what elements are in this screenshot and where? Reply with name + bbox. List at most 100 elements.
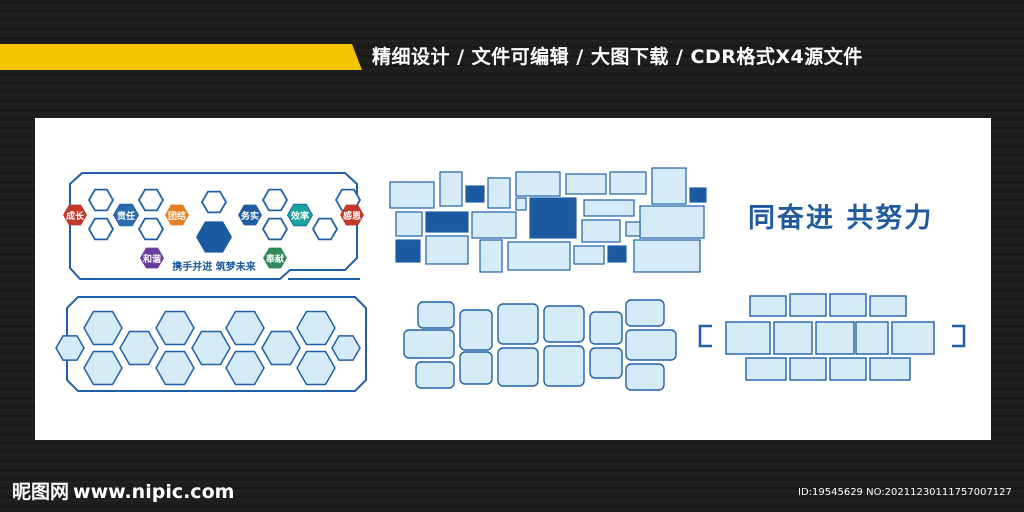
outline-hexagon bbox=[137, 217, 165, 241]
yellow-banner bbox=[0, 44, 362, 70]
photo-frame bbox=[625, 221, 641, 237]
photo-hexagon bbox=[155, 350, 195, 386]
photo-frame bbox=[395, 211, 423, 237]
photo-frame bbox=[869, 357, 911, 381]
value-badge-label: 务实 bbox=[241, 210, 259, 222]
motto-text: 携手并进 筑梦未来 bbox=[172, 260, 256, 273]
photo-frame bbox=[607, 245, 627, 263]
photo-frame bbox=[425, 211, 469, 233]
value-badge bbox=[114, 204, 138, 226]
value-badge-label: 效率 bbox=[291, 210, 309, 222]
value-badge bbox=[63, 204, 87, 226]
photo-frame bbox=[471, 211, 517, 239]
photo-frame bbox=[417, 301, 455, 329]
site-url: www.nipic.com bbox=[73, 481, 235, 503]
photo-frame bbox=[855, 321, 889, 355]
photo-hexagon bbox=[155, 310, 195, 346]
photo-hexagon bbox=[191, 330, 231, 366]
photo-hexagon bbox=[55, 335, 85, 361]
design-grid-frames bbox=[698, 293, 966, 381]
design-hexagon-wall bbox=[55, 296, 367, 392]
outline-hexagon bbox=[200, 190, 228, 214]
photo-frame bbox=[415, 361, 455, 389]
outline-hexagon bbox=[261, 217, 289, 241]
value-badge bbox=[140, 247, 164, 269]
value-badge bbox=[288, 204, 312, 226]
value-badge-label: 感恩 bbox=[343, 210, 361, 222]
photo-hexagon bbox=[83, 310, 123, 346]
outline-hexagon bbox=[87, 188, 115, 212]
value-badge-label: 团结 bbox=[168, 210, 186, 222]
photo-hexagon bbox=[261, 330, 301, 366]
outline-hexagon bbox=[137, 188, 165, 212]
photo-frame bbox=[515, 197, 527, 211]
photo-frame bbox=[487, 177, 511, 209]
photo-frame bbox=[625, 299, 665, 327]
photo-hexagon bbox=[225, 310, 265, 346]
photo-frame bbox=[829, 293, 867, 317]
photo-frame bbox=[633, 239, 701, 273]
slogan-text: 同奋进 共努力 bbox=[748, 203, 934, 234]
photo-frame bbox=[543, 345, 585, 387]
photo-hexagon bbox=[296, 310, 336, 346]
photo-frame bbox=[583, 199, 635, 217]
photo-frame bbox=[507, 241, 571, 271]
photo-frame bbox=[589, 311, 623, 345]
photo-frame bbox=[573, 245, 605, 265]
photo-frame bbox=[869, 295, 907, 317]
photo-frame bbox=[689, 187, 707, 203]
photo-frame bbox=[609, 171, 647, 195]
logo-text: 昵图网 bbox=[12, 481, 70, 503]
photo-frame bbox=[639, 205, 705, 239]
photo-hexagon bbox=[119, 330, 159, 366]
photo-hexagon bbox=[296, 350, 336, 386]
photo-frame bbox=[625, 363, 665, 391]
photo-hexagon bbox=[83, 350, 123, 386]
photo-frame bbox=[459, 351, 493, 385]
photo-frame bbox=[439, 171, 463, 207]
photo-hexagon bbox=[225, 350, 265, 386]
photo-frame bbox=[651, 167, 687, 205]
photo-frame bbox=[749, 295, 787, 317]
value-badge bbox=[263, 247, 287, 269]
value-badge-label: 成长 bbox=[66, 210, 85, 222]
photo-frame bbox=[725, 321, 771, 355]
photo-frame bbox=[789, 357, 827, 381]
photo-frame bbox=[891, 321, 935, 355]
photo-frame bbox=[389, 181, 435, 209]
outline-hexagon bbox=[87, 217, 115, 241]
outline-hexagon bbox=[311, 217, 339, 241]
value-badge-label: 奉献 bbox=[265, 253, 284, 265]
photo-frame bbox=[403, 329, 455, 359]
value-badge-label: 责任 bbox=[117, 210, 135, 222]
photo-frame bbox=[773, 321, 813, 355]
outline-hexagon bbox=[261, 188, 289, 212]
photo-frame bbox=[565, 173, 607, 195]
photo-frame bbox=[459, 309, 493, 351]
design-rounded-frames bbox=[403, 299, 677, 391]
photo-frame bbox=[829, 357, 867, 381]
photo-frame bbox=[815, 321, 855, 355]
photo-frame bbox=[465, 185, 485, 203]
photo-hexagon bbox=[331, 335, 361, 361]
footer-id: ID:19545629 NO:20211230111757007127 bbox=[798, 487, 1012, 498]
value-badge bbox=[340, 204, 364, 226]
value-badge bbox=[238, 204, 262, 226]
photo-frame bbox=[497, 347, 539, 387]
photo-frame bbox=[589, 347, 623, 379]
value-badge-label: 和谐 bbox=[142, 253, 161, 265]
photo-frame bbox=[497, 303, 539, 345]
value-badge bbox=[165, 204, 189, 226]
photo-frame bbox=[515, 171, 561, 197]
photo-frame bbox=[425, 235, 469, 265]
photo-frame bbox=[581, 219, 621, 243]
photo-frame bbox=[625, 329, 677, 361]
banner-text: 精细设计 / 文件可编辑 / 大图下载 / CDR格式X4源文件 bbox=[372, 46, 863, 68]
center-hexagon bbox=[196, 221, 232, 253]
photo-frame bbox=[479, 239, 503, 273]
design-photo-collage bbox=[389, 167, 707, 273]
photo-frame bbox=[745, 357, 787, 381]
